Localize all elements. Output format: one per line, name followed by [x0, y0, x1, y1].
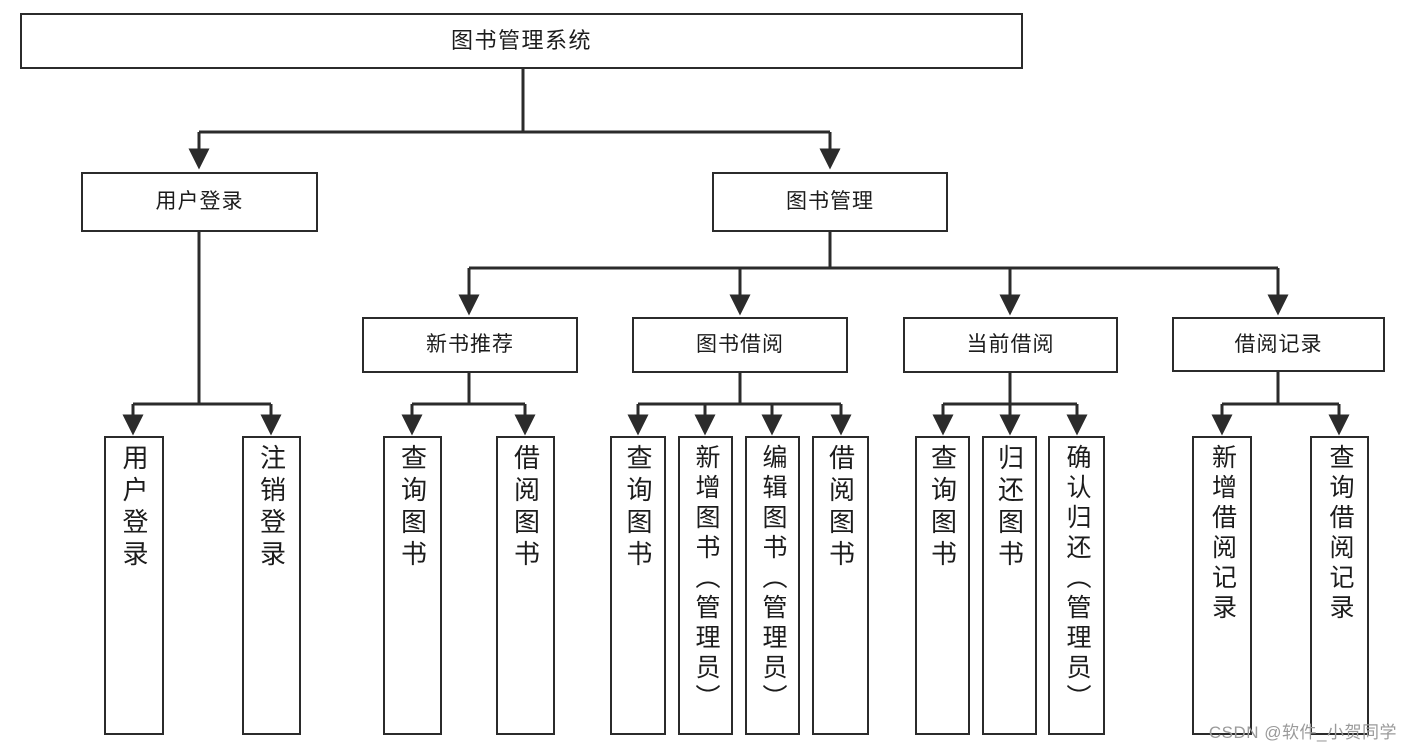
node-label: 新增借阅记录 — [1208, 444, 1237, 624]
node-new-book-recommend[interactable]: 新书推荐 — [362, 317, 578, 373]
node-root-system[interactable]: 图书管理系统 — [20, 13, 1023, 69]
node-label: 查询图书 — [623, 444, 653, 572]
leaf-user-login-logout[interactable]: 注销登录 — [242, 436, 301, 735]
node-label: 当前借阅 — [966, 333, 1055, 357]
node-label: 借阅图书 — [510, 444, 541, 572]
node-user-login[interactable]: 用户登录 — [81, 172, 318, 232]
node-book-borrow[interactable]: 图书借阅 — [632, 317, 848, 373]
leaf-records-add-record[interactable]: 新增借阅记录 — [1192, 436, 1252, 735]
node-borrow-records[interactable]: 借阅记录 — [1172, 317, 1385, 372]
node-current-borrow[interactable]: 当前借阅 — [903, 317, 1118, 373]
node-label: 编辑图书（管理员） — [759, 444, 787, 714]
leaf-current-query-book[interactable]: 查询图书 — [915, 436, 970, 735]
leaf-borrow-borrow-book[interactable]: 借阅图书 — [812, 436, 869, 735]
node-label: 查询借阅记录 — [1326, 444, 1354, 624]
node-label: 新书推荐 — [426, 333, 514, 357]
node-label: 借阅记录 — [1234, 332, 1323, 356]
node-label: 用户登录 — [119, 444, 149, 572]
leaf-user-login-login[interactable]: 用户登录 — [104, 436, 164, 735]
leaf-borrow-query-book[interactable]: 查询图书 — [610, 436, 666, 735]
leaf-new-book-query[interactable]: 查询图书 — [383, 436, 442, 735]
leaf-borrow-edit-book[interactable]: 编辑图书（管理员） — [745, 436, 800, 735]
leaf-records-query-record[interactable]: 查询借阅记录 — [1310, 436, 1369, 735]
node-label: 查询图书 — [927, 444, 958, 572]
node-label: 用户登录 — [155, 190, 244, 214]
node-label: 图书管理系统 — [450, 27, 592, 53]
node-label: 借阅图书 — [825, 444, 856, 572]
node-book-management[interactable]: 图书管理 — [712, 172, 948, 232]
leaf-current-confirm-return[interactable]: 确认归还（管理员） — [1048, 436, 1105, 735]
node-label: 图书借阅 — [696, 333, 784, 357]
leaf-borrow-add-book[interactable]: 新增图书（管理员） — [678, 436, 733, 735]
node-label: 注销登录 — [256, 444, 287, 572]
node-label: 归还图书 — [994, 444, 1025, 572]
node-label: 查询图书 — [397, 444, 428, 572]
node-label: 确认归还（管理员） — [1063, 444, 1091, 714]
leaf-new-book-borrow[interactable]: 借阅图书 — [496, 436, 555, 735]
node-label: 新增图书（管理员） — [692, 444, 720, 714]
node-label: 图书管理 — [786, 190, 874, 214]
leaf-current-return-book[interactable]: 归还图书 — [982, 436, 1037, 735]
